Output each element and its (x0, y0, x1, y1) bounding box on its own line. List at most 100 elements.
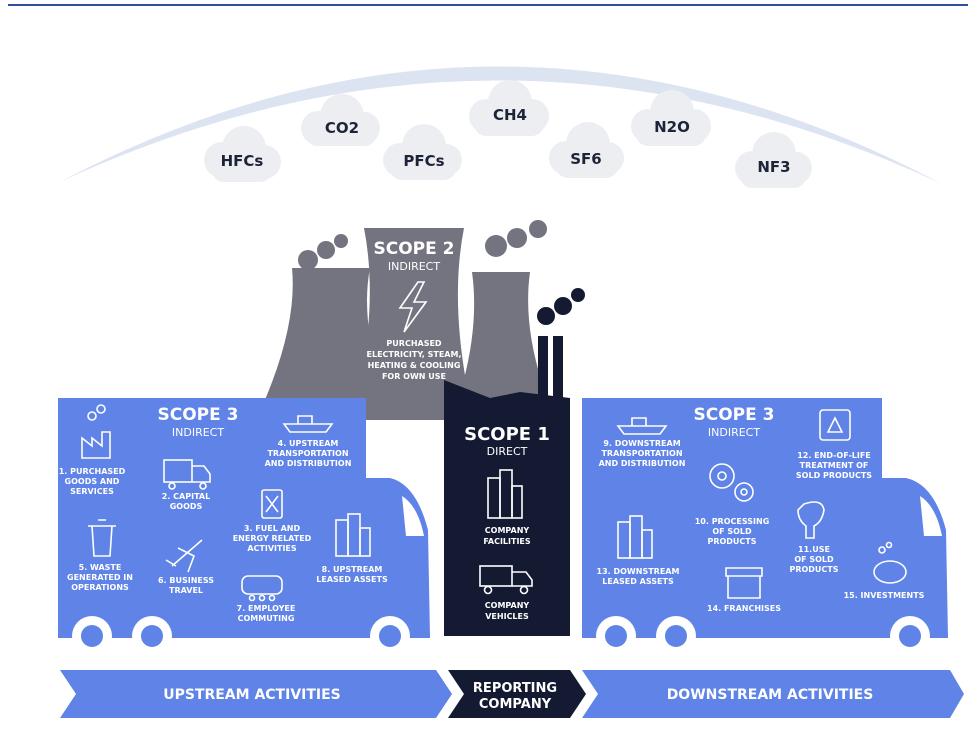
cooling-tower-center (352, 228, 474, 420)
down-item-13-line-1: 13. DOWNSTREAM (597, 567, 680, 576)
buildings-icon (335, 513, 371, 557)
cloud-hfcs (204, 126, 281, 182)
cloud-co2 (301, 94, 380, 146)
up-item-2-line-2: GOODS (170, 502, 203, 511)
facilities-icon (487, 469, 523, 519)
gas-label-nf3: NF3 (757, 158, 790, 176)
cloud-pfcs (383, 124, 462, 180)
down-item-10-line-1: 10. PROCESSING (695, 517, 770, 526)
storefront-icon (725, 567, 763, 599)
up-item-8-line-1: 8. UPSTREAM (322, 565, 383, 574)
buildings-icon-downstream (617, 515, 653, 559)
down-item-12-line-1: 12. END-OF-LIFE (797, 451, 871, 460)
up-item-5-line-2: GENERATED IN (67, 573, 133, 582)
down-item-9-line-1: 9. DOWNSTREAM (603, 439, 680, 448)
steam-puffs (298, 220, 547, 270)
up-item-1-line-3: SERVICES (70, 487, 114, 496)
cloud-sf6 (549, 122, 624, 178)
truck-boxes-icon (163, 459, 211, 490)
upstream-band (60, 670, 452, 718)
scope1-factory (444, 288, 585, 636)
vehicle-icon (479, 565, 533, 595)
scope3-up-subtitle: INDIRECT (172, 426, 224, 439)
gas-label-n2o: N2O (654, 118, 690, 136)
cooling-tower-left (256, 268, 394, 420)
recycle-icon (819, 409, 851, 441)
ship-icon (282, 415, 334, 433)
scope2-desc-2: ELECTRICITY, STEAM, (367, 350, 462, 359)
scope1-facilities-2: FACILITIES (483, 537, 531, 546)
gas-label-ch4: CH4 (493, 106, 527, 124)
upstream-truck-window (402, 496, 424, 536)
trash-bin-icon (88, 519, 116, 557)
scope2-desc-4: FOR OWN USE (382, 372, 446, 381)
chain-icon (87, 404, 106, 421)
up-item-1-line-1: 1. PURCHASED (59, 467, 126, 476)
downstream-label: DOWNSTREAM ACTIVITIES (667, 687, 874, 703)
up-item-5-line-3: OPERATIONS (71, 583, 129, 592)
upstream-label: UPSTREAM ACTIVITIES (163, 687, 341, 703)
top-rule (8, 4, 968, 6)
down-item-13-line-2: LEASED ASSETS (602, 577, 674, 586)
down-item-11-line-1: 11.USE (798, 545, 830, 554)
up-item-4-line-1: 4. UPSTREAM (278, 439, 339, 448)
up-item-3-line-3: ACTIVITIES (247, 544, 297, 553)
downstream-truck-wheels (596, 616, 930, 656)
reporting-band (448, 670, 586, 718)
up-item-2-line-1: 2. CAPITAL (162, 492, 210, 501)
scope1-vehicles-2: VEHICLES (485, 612, 529, 621)
scope2-desc-1: PURCHASED (386, 339, 442, 348)
down-item-10-line-3: PRODUCTS (707, 537, 756, 546)
up-item-4-line-3: AND DISTRIBUTION (265, 459, 352, 468)
scope2-desc-3: HEATING & COOLING (368, 361, 461, 370)
reporting-label-2: COMPANY (479, 697, 552, 712)
scope1-facilities-1: COMPANY (485, 526, 530, 535)
down-item-11-line-2: OF SOLD (794, 555, 834, 564)
upstream-truck-wheels (72, 616, 410, 656)
cooling-tower-right (458, 272, 548, 400)
up-item-5-line-1: 5. WASTE (79, 563, 122, 572)
down-item-14-line-1: 14. FRANCHISES (707, 604, 781, 613)
ship-icon-downstream (616, 417, 668, 435)
up-item-3-line-1: 3. FUEL AND (244, 524, 301, 533)
scope2-subtitle: INDIRECT (388, 260, 440, 273)
up-item-8-line-2: LEASED ASSETS (316, 575, 388, 584)
scope1-vehicles-1: COMPANY (485, 601, 530, 610)
down-item-15-line-1: 15. INVESTMENTS (844, 591, 925, 600)
gears-icon (709, 463, 754, 502)
down-item-12-line-2: TREATMENT OF (800, 461, 869, 470)
gas-label-sf6: SF6 (570, 150, 602, 168)
gas-clouds (204, 80, 812, 188)
up-item-7-line-1: 7. EMPLOYEE (237, 604, 296, 613)
up-item-4-line-2: TRANSPORTATION (267, 449, 348, 458)
scope3-down-title: SCOPE 3 (694, 405, 775, 425)
gas-label-pfcs: PFCs (403, 152, 444, 170)
scope3-down-subtitle: INDIRECT (708, 426, 760, 439)
gas-label-co2: CO2 (325, 119, 359, 137)
up-item-6-line-2: TRAVEL (169, 586, 203, 595)
down-item-9-line-2: TRANSPORTATION (601, 449, 682, 458)
down-item-11-line-3: PRODUCTS (789, 565, 838, 574)
atmosphere-arc (60, 66, 942, 184)
fuel-can-icon (261, 489, 283, 519)
downstream-band (582, 670, 964, 718)
up-item-7-line-2: COMMUTING (238, 614, 295, 623)
reporting-label-1: REPORTING (473, 681, 557, 696)
downstream-truck-window (920, 496, 942, 536)
airplane-icon (165, 539, 203, 573)
scope3-up-title: SCOPE 3 (158, 405, 239, 425)
cloud-nf3 (735, 132, 812, 188)
cooling-towers (256, 228, 548, 420)
down-item-9-line-3: AND DISTRIBUTION (599, 459, 686, 468)
cloud-n2o (631, 90, 711, 146)
down-item-12-line-3: SOLD PRODUCTS (796, 471, 872, 480)
lightning-icon (398, 281, 428, 333)
factory-icon (81, 431, 111, 459)
up-item-6-line-1: 6. BUSINESS (158, 576, 214, 585)
scope1-subtitle: DIRECT (487, 445, 528, 458)
up-item-1-line-2: GOODS AND (65, 477, 120, 486)
scope1-title: SCOPE 1 (464, 424, 550, 445)
gas-label-hfcs: HFCs (221, 152, 264, 170)
upstream-truck (58, 398, 430, 638)
